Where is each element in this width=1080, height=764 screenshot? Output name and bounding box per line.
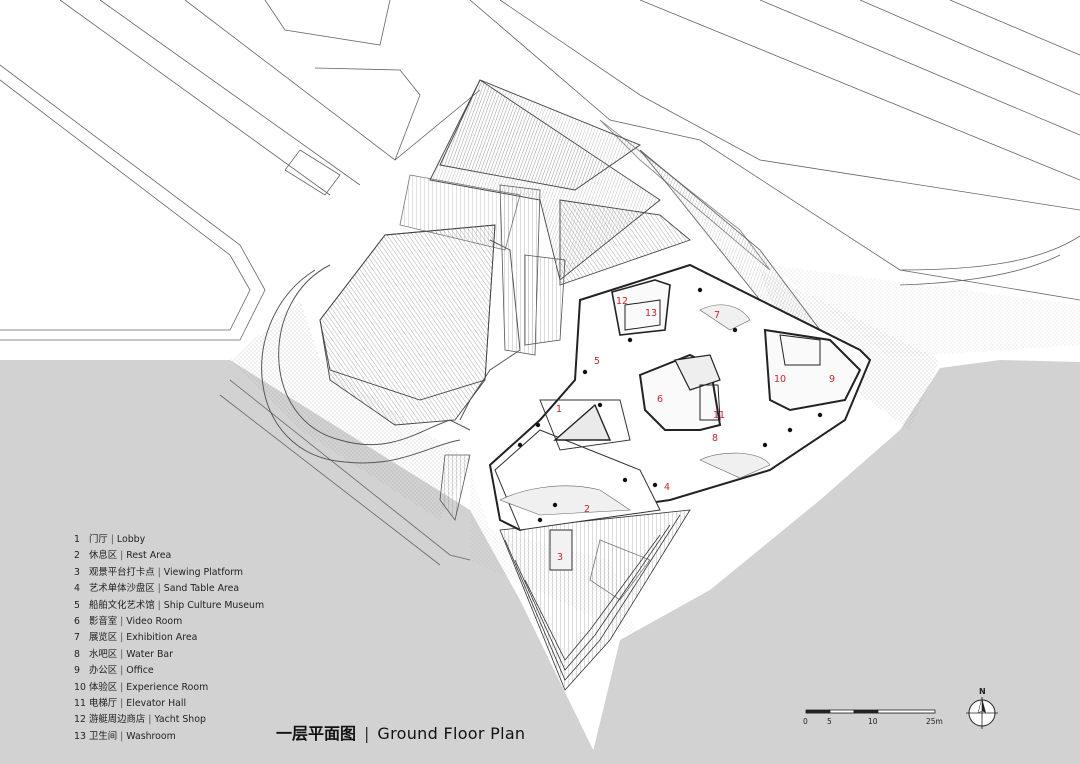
legend-number: 9 xyxy=(74,665,80,677)
legend-cn: 观景平台打卡点 xyxy=(88,566,155,578)
legend-en: Elevator Hall xyxy=(126,698,187,710)
room-label-11: 11 xyxy=(713,410,725,421)
legend-item: 7 展览区|Exhibition Area xyxy=(74,630,264,646)
main-building xyxy=(488,263,872,571)
scale-label-10: 10 xyxy=(868,717,878,726)
legend-en: Experience Room xyxy=(126,681,209,693)
legend-cn: 体验区 xyxy=(88,681,118,693)
legend: 1 门厅|Lobby 2 休息区|Rest Area 3 观景平台打卡点|Vie… xyxy=(74,532,264,745)
legend-separator: | xyxy=(120,550,124,562)
title-en: Ground Floor Plan xyxy=(377,724,526,743)
room-label-12: 12 xyxy=(616,296,628,307)
legend-cn: 游艇周边商店 xyxy=(88,714,146,726)
legend-separator: | xyxy=(157,599,161,611)
scale-bar xyxy=(805,709,936,714)
site-roads xyxy=(0,0,1080,566)
room-label-3: 3 xyxy=(557,552,563,563)
title-separator: | xyxy=(364,724,370,743)
roof-volumes xyxy=(319,79,821,426)
scale-label-25m: 25m xyxy=(926,717,943,726)
room-label-9: 9 xyxy=(829,374,835,385)
legend-number: 10 xyxy=(74,681,86,693)
legend-separator: | xyxy=(148,714,152,726)
room-label-4: 4 xyxy=(664,482,670,493)
legend-number: 8 xyxy=(74,648,80,660)
room-label-13: 13 xyxy=(645,308,657,319)
legend-number: 11 xyxy=(74,698,86,710)
legend-separator: | xyxy=(120,698,124,710)
legend-separator: | xyxy=(157,583,161,595)
room-label-5: 5 xyxy=(594,356,600,367)
legend-en: Lobby xyxy=(116,534,146,545)
legend-cn: 船舶文化艺术馆 xyxy=(88,599,155,611)
legend-item: 3 观景平台打卡点|Viewing Platform xyxy=(74,565,264,581)
north-label: N xyxy=(979,687,986,696)
room-label-6: 6 xyxy=(657,394,663,405)
legend-separator: | xyxy=(120,648,124,660)
legend-cn: 办公区 xyxy=(88,665,118,677)
legend-en: Ship Culture Museum xyxy=(163,599,265,611)
legend-cn: 影音室 xyxy=(88,616,118,628)
legend-en: Exhibition Area xyxy=(126,632,198,644)
legend-en: Water Bar xyxy=(126,648,174,660)
legend-separator: | xyxy=(110,534,114,545)
legend-number: 3 xyxy=(74,566,80,578)
legend-number: 6 xyxy=(74,616,80,628)
legend-en: Sand Table Area xyxy=(163,583,240,595)
legend-item: 6 影音室|Video Room xyxy=(74,614,264,630)
legend-item: 9 办公区|Office xyxy=(74,663,264,679)
legend-en: Video Room xyxy=(126,616,183,628)
legend-item: 1 门厅|Lobby xyxy=(74,532,264,548)
room-label-2: 2 xyxy=(584,504,590,515)
legend-separator: | xyxy=(120,665,124,677)
legend-separator: | xyxy=(120,616,124,628)
legend-en: Washroom xyxy=(126,730,176,742)
legend-separator: | xyxy=(120,730,124,742)
legend-item: 8 水吧区|Water Bar xyxy=(74,647,264,663)
legend-cn: 门厅 xyxy=(88,534,108,545)
scale-label-0: 0 xyxy=(803,717,808,726)
legend-item: 2 休息区|Rest Area xyxy=(74,548,264,564)
north-arrow-icon xyxy=(966,697,998,729)
legend-number: 4 xyxy=(74,583,80,595)
legend-number: 2 xyxy=(74,550,80,562)
room-label-1: 1 xyxy=(556,404,562,415)
water-area xyxy=(0,360,1080,764)
legend-number: 12 xyxy=(74,714,86,726)
legend-cn: 休息区 xyxy=(88,550,118,562)
legend-item: 10 体验区|Experience Room xyxy=(74,680,264,696)
legend-cn: 艺术单体沙盘区 xyxy=(88,583,155,595)
legend-number: 5 xyxy=(74,599,80,611)
legend-item: 13 卫生间|Washroom xyxy=(74,729,264,745)
room-label-8: 8 xyxy=(712,433,718,444)
legend-item: 11 电梯厅|Elevator Hall xyxy=(74,696,264,712)
legend-cn: 电梯厅 xyxy=(88,698,118,710)
room-label-10: 10 xyxy=(774,374,786,385)
legend-en: Rest Area xyxy=(126,550,172,562)
legend-separator: | xyxy=(120,632,124,644)
legend-cn: 展览区 xyxy=(88,632,118,644)
legend-number: 7 xyxy=(74,632,80,644)
legend-cn: 水吧区 xyxy=(88,648,118,660)
legend-separator: | xyxy=(157,566,161,578)
room-label-7: 7 xyxy=(714,310,720,321)
title-cn: 一层平面图 xyxy=(276,724,357,743)
legend-item: 12 游艇周边商店|Yacht Shop xyxy=(74,712,264,728)
plan-title: 一层平面图 | Ground Floor Plan xyxy=(276,720,525,744)
legend-item: 5 船舶文化艺术馆|Ship Culture Museum xyxy=(74,598,264,614)
legend-item: 4 艺术单体沙盘区|Sand Table Area xyxy=(74,581,264,597)
room-number-labels: 1 2 3 4 5 6 7 8 9 10 11 12 13 xyxy=(556,296,835,563)
legend-en: Office xyxy=(126,665,154,677)
legend-separator: | xyxy=(120,681,124,693)
south-pier xyxy=(499,509,691,691)
scale-label-5: 5 xyxy=(827,717,832,726)
legend-number: 13 xyxy=(74,730,86,742)
legend-cn: 卫生间 xyxy=(88,730,118,742)
legend-number: 1 xyxy=(74,534,80,545)
legend-en: Yacht Shop xyxy=(154,714,206,726)
legend-en: Viewing Platform xyxy=(163,566,244,578)
